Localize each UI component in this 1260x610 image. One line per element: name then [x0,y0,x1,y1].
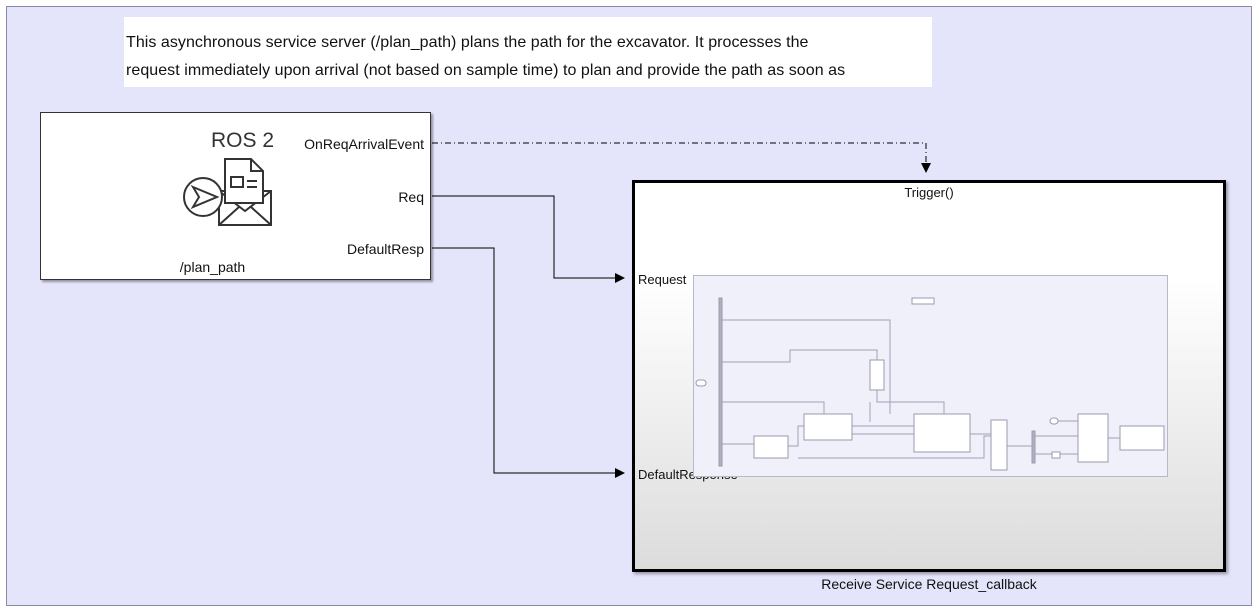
subsystem-content-preview [693,275,1168,477]
output-port-onreqarrivalevent[interactable]: OnReqArrivalEvent [304,136,424,152]
ros2-service-server-block[interactable]: ROS 2 OnReqArrivalEvent Req DefaultResp … [40,112,431,280]
annotation-note[interactable]: This asynchronous service server (/plan_… [124,17,932,87]
annotation-line-2: request immediately upon arrival (not ba… [126,61,846,79]
triggered-subsystem-block[interactable]: Trigger() Request DefaultResponse [632,180,1226,572]
defaultresp-signal-line[interactable] [432,247,625,478]
trigger-line[interactable] [432,142,931,173]
input-port-request[interactable]: Request [638,272,687,287]
req-signal-line[interactable] [432,195,625,283]
block-title: ROS 2 [211,129,275,152]
preview-diagram [695,297,1165,471]
ros-service-server-icon [183,158,272,226]
trigger-port-label[interactable]: Trigger() [904,185,954,200]
output-port-defaultresp[interactable]: DefaultResp [346,241,424,257]
block-name: /plan_path [179,259,246,275]
output-port-req[interactable]: Req [398,189,424,205]
annotation-line-1: This asynchronous service server (/plan_… [126,34,809,51]
subsystem-name: Receive Service Request_callback [821,576,1037,592]
